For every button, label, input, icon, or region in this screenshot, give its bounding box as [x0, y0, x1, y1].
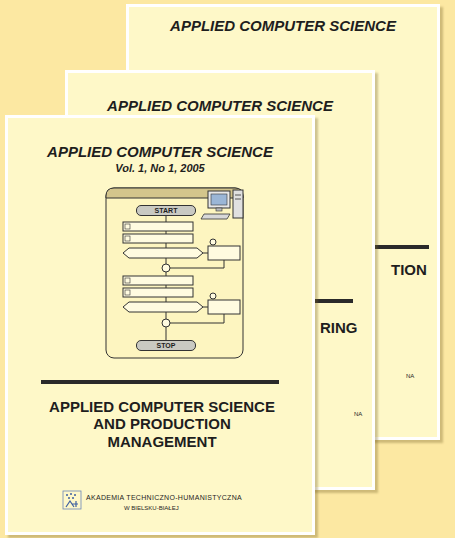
cover-subject: APPLIED COMPUTER SCIENCE AND PRODUCTION …	[42, 398, 282, 450]
illustration-part	[125, 290, 130, 295]
illustration-part	[166, 327, 167, 340]
illustration-part	[125, 224, 130, 229]
illustration-part	[123, 234, 193, 243]
illustration-part	[123, 248, 203, 258]
cover-title: APPLIED COMPUTER SCIENCE	[137, 17, 429, 34]
terminal-label: STOP	[157, 342, 176, 349]
publisher-fragment: NA	[354, 411, 372, 418]
illustration-part	[208, 246, 240, 260]
illustration-part	[166, 312, 167, 319]
illustration-part	[201, 214, 230, 219]
illustration-part	[125, 236, 130, 241]
illustration-part	[68, 497, 70, 499]
illustration-part	[123, 302, 203, 312]
illustration-part	[63, 491, 81, 509]
illustration-part	[70, 493, 72, 495]
illustration-part	[66, 501, 78, 507]
illustration-part	[210, 239, 216, 245]
illustration-part	[41, 380, 279, 384]
illustration-part	[123, 276, 193, 285]
illustration-part	[123, 288, 193, 297]
illustration-part	[166, 272, 167, 276]
illustration-part	[208, 300, 240, 314]
cover-subject: RING	[320, 319, 368, 336]
illustration-part	[210, 293, 216, 299]
illustration-part	[74, 494, 76, 496]
illustration-part	[162, 264, 170, 272]
publisher-name: AKADEMIA TECHNICZNO-HUMANISTYCZNA	[86, 494, 296, 502]
journal-cover: APPLIED COMPUTER SCIENCE Vol. 1, No 1, 20…	[5, 115, 315, 535]
cover-title: APPLIED COMPUTER SCIENCE	[76, 97, 364, 114]
illustration-part	[166, 258, 167, 264]
illustration-part	[123, 222, 193, 231]
illustration-part	[208, 191, 230, 208]
illustration-part	[170, 314, 224, 323]
illustration-part	[235, 199, 241, 200]
volume-number: Vol. 1, No 1, 2005	[16, 162, 304, 175]
publisher-city: W BIELSKU-BIAŁEJ	[124, 505, 244, 512]
illustration-part	[166, 297, 167, 302]
cover-art	[8, 118, 312, 532]
illustration-part	[162, 319, 170, 327]
illustration-part	[166, 215, 167, 222]
illustration-part	[106, 188, 243, 358]
terminal-label: START	[155, 207, 178, 214]
illustration-part	[125, 278, 130, 283]
illustration-part	[203, 253, 208, 254]
illustration-part	[211, 194, 227, 205]
illustration-part	[203, 307, 208, 308]
terminal-box: STOP	[136, 340, 196, 351]
cover-subject: TION	[391, 261, 435, 278]
cover-title: APPLIED COMPUTER SCIENCE	[16, 143, 304, 160]
illustration-part	[170, 260, 224, 268]
illustration-part	[66, 494, 68, 496]
illustration-part	[235, 195, 241, 196]
illustration-part	[216, 208, 222, 211]
terminal-box: START	[136, 205, 196, 216]
illustration-part	[72, 497, 74, 499]
publisher-fragment: NA	[406, 373, 426, 380]
illustration-part	[233, 190, 243, 218]
illustration-part	[166, 243, 167, 248]
